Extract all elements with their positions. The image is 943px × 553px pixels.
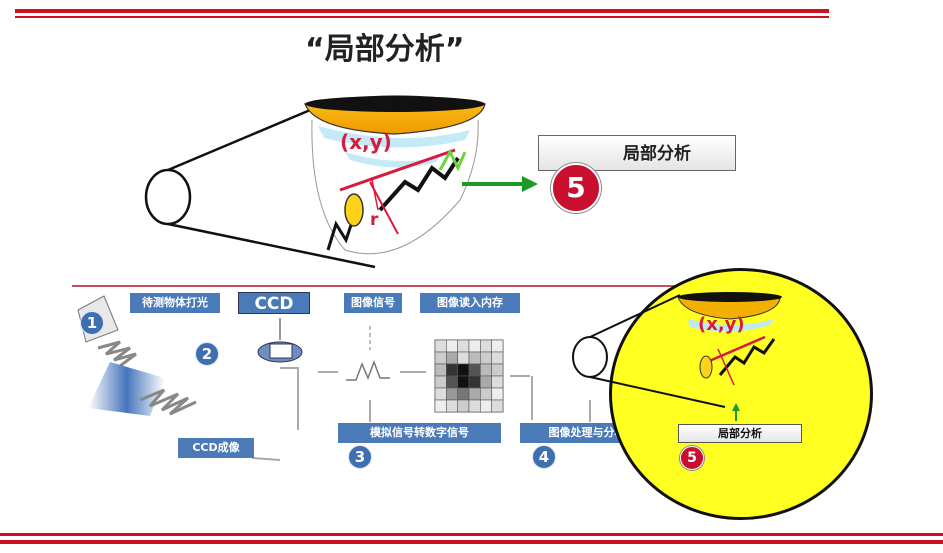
step-5-badge-small: 5 [680,446,704,470]
pixel-cell [491,387,504,401]
inset-lens-line-top [589,294,681,338]
pixel-cell [457,387,470,401]
pixel-cell [446,351,458,365]
pixel-cell [480,339,492,353]
page-title: “局部分析” [305,32,465,67]
pixel-cell [434,387,447,401]
inset-local-analysis-box: 局部分析 [678,424,802,443]
pixel-cell [468,351,481,365]
inset-lens-line-bottom [589,376,726,408]
step-5-badge-large: 5 [551,163,601,213]
pixel-cell [480,399,492,413]
pixel-cell [491,363,504,377]
inset-xy-label: (x,y) [698,314,745,335]
top-rule-1 [15,9,829,13]
top-r-label: r [370,210,379,230]
pixel-cell [434,339,447,353]
pixel-cell [468,387,481,401]
ccd-label: CCD [238,292,310,314]
inset-illustration [572,292,782,421]
inset-up-arrow-head [732,403,740,411]
pixel-cell [491,351,504,365]
wave-2 [139,388,197,416]
pixel-cell [468,375,481,389]
r-arrow-2 [371,179,379,211]
pixel-cell [480,363,492,377]
pixel-cell [446,387,458,401]
pixel-cell [434,399,447,413]
step-2-badge: 2 [195,342,219,366]
inset-yellow-feature [699,355,713,379]
inset-dish-top [678,292,782,302]
pixel-cell [446,363,458,377]
ccd-connector [280,367,299,430]
ccd-image-connector [251,457,281,461]
middle-divider [72,285,808,287]
step-4-badge: 4 [532,445,556,469]
lens-line-bottom [167,222,376,269]
pixel-cell [457,363,470,377]
pixel-cell [468,339,481,353]
edge-black-2 [326,215,356,251]
pixel-cell [491,399,504,413]
inset-r-arrow [717,348,735,386]
pixel-cell [491,339,504,353]
pixel-cell [468,363,481,377]
pixel-cell [457,339,470,353]
dish-top [305,96,485,112]
pipeline-illustration [77,295,591,461]
ccd-imaging-label: CCD成像 [178,438,254,458]
pixel-cell [446,339,458,353]
signal-label: 图像信号 [344,293,402,313]
bottom-rule-2 [0,540,943,544]
bottom-rule-1 [0,533,943,536]
pixel-cell [480,351,492,365]
edge-black [378,156,460,212]
pixel-cell [434,375,447,389]
pixel-cell [446,375,458,389]
pixel-cell [434,351,447,365]
illuminate-label: 待测物体打光 [130,293,220,313]
top-rule-2 [15,16,829,18]
cyan-band [318,126,470,148]
signal-waveform [346,359,390,381]
ccd-chip [269,343,293,359]
wave-1 [97,340,137,368]
inset-lens [572,336,608,378]
pixel-grid [434,339,504,413]
memory-label: 图像读入内存 [420,293,520,313]
lens-line-top [167,106,316,172]
body-outline [311,119,479,255]
pixel-cell [457,375,470,389]
pixel-cell [446,399,458,413]
top-xy-label: (x,y) [340,130,392,154]
pixel-cell [491,375,504,389]
green-arrow-head [522,176,538,192]
step-1-badge: 1 [80,311,104,335]
yellow-feature [344,193,364,227]
pixel-cell [434,363,447,377]
pixel-cell [480,375,492,389]
edge-red [339,148,456,192]
light-beam [88,362,165,416]
pixel-cell [457,399,470,413]
step-3-badge: 3 [348,445,372,469]
lens-ellipse [144,168,192,226]
inset-edge-black [718,338,776,376]
pixel-cell [468,399,481,413]
edge-green [438,148,467,172]
adc-label: 模拟信号转数字信号 [338,423,501,443]
pixel-cell [457,351,470,365]
inset-cyan-band [688,319,774,332]
pixel-cell [480,387,492,401]
top-illustration [144,95,538,269]
